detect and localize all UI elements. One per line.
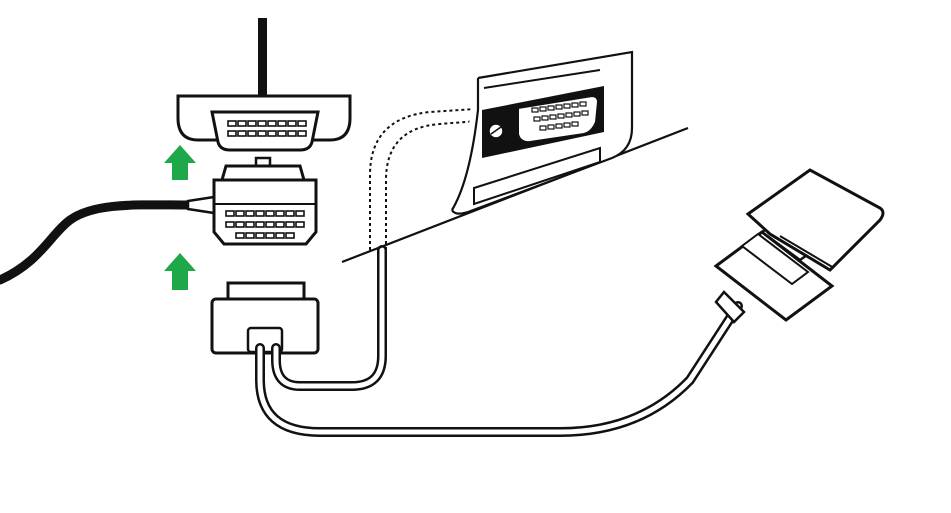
y-splitter-block bbox=[210, 281, 320, 355]
vehicle-obd-port bbox=[482, 86, 604, 158]
y-splitter-cable bbox=[255, 245, 743, 437]
dashboard-panel bbox=[341, 50, 689, 264]
splitter-male-plug bbox=[713, 168, 885, 324]
hidden-cable-route bbox=[369, 107, 491, 250]
port-pins bbox=[531, 101, 589, 131]
top-adapter-cable bbox=[258, 18, 267, 98]
plug-pins bbox=[225, 210, 305, 239]
device-obd-plug bbox=[212, 156, 318, 246]
screw-icon bbox=[488, 123, 504, 139]
up-arrow-icon bbox=[164, 145, 196, 180]
socket-pins bbox=[227, 120, 307, 137]
up-arrow-icon bbox=[164, 253, 196, 290]
splitter-female-socket bbox=[176, 94, 352, 152]
